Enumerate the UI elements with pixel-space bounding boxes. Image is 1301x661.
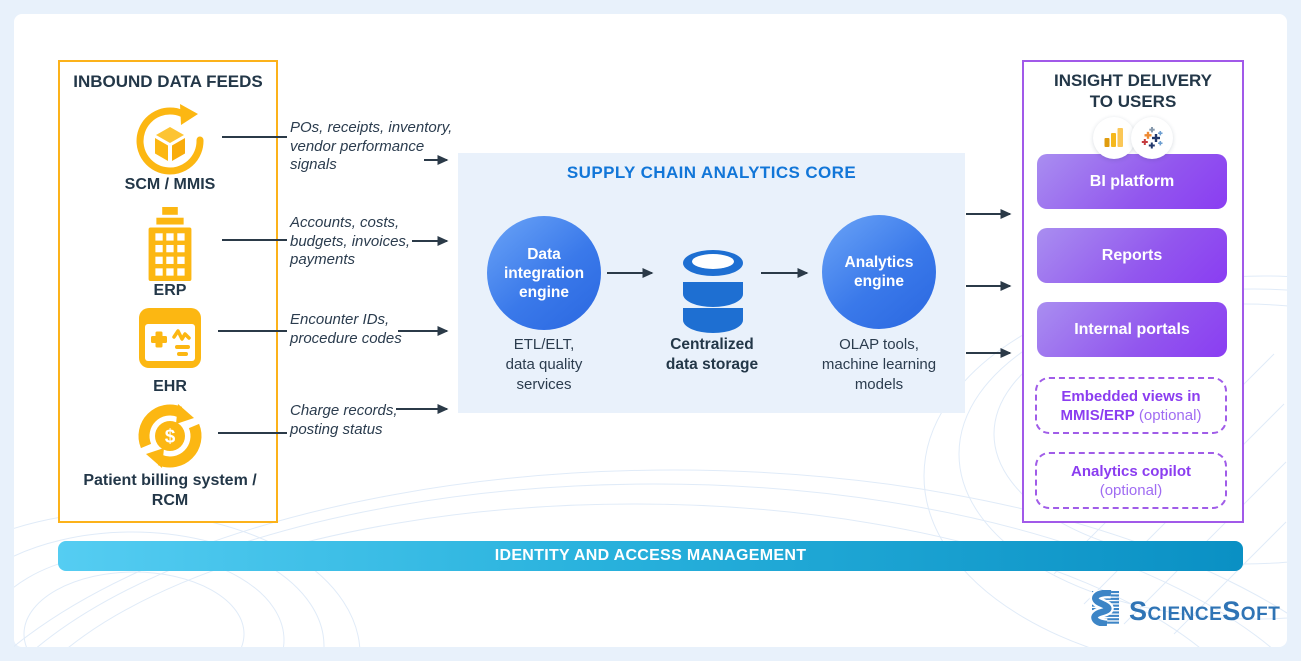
source-label-erp: ERP xyxy=(153,282,187,299)
integration-label: Data integration engine xyxy=(503,245,585,301)
channel-reports: Reports xyxy=(1037,228,1227,283)
core-title: SUPPLY CHAIN ANALYTICS CORE xyxy=(566,163,857,182)
optional-embedded-views: Embedded views in MMIS/ERP (optional) xyxy=(1035,377,1227,434)
medical-record-icon xyxy=(138,307,202,374)
inbound-data-feeds-box: INBOUND DATA FEEDS SCM / MMIS xyxy=(58,60,278,523)
building-icon xyxy=(138,207,202,286)
dollar-sync-icon: $ xyxy=(136,402,204,475)
data-integration-engine-node: Data integration engine xyxy=(487,216,601,330)
feed-text-erp: Accounts, costs, budgets, invoices, paym… xyxy=(290,214,411,268)
feed-text-ehr: Encounter IDs, procedure codes xyxy=(290,311,402,347)
optional-analytics-copilot: Analytics copilot (optional) xyxy=(1035,452,1227,509)
sciencesoft-logo-icon xyxy=(1085,587,1121,631)
insight-delivery-box: INSIGHT DELIVERY TO USERS BI platform xyxy=(1022,60,1244,523)
power-bi-icon xyxy=(1093,117,1135,159)
source-label-scm: SCM / MMIS xyxy=(124,176,216,193)
identity-access-management-bar: IDENTITY AND ACCESS MANAGEMENT xyxy=(58,541,1243,571)
channel-label: BI platform xyxy=(1089,172,1175,190)
channel-internal-portals: Internal portals xyxy=(1037,302,1227,357)
channel-label: Reports xyxy=(1101,246,1163,264)
tableau-icon xyxy=(1131,117,1173,159)
source-label-ehr: EHR xyxy=(153,378,187,395)
integration-sublabel: ETL/ELT, data quality services xyxy=(505,336,583,393)
analytics-core-box: SUPPLY CHAIN ANALYTICS CORE Data integra… xyxy=(458,153,965,413)
svg-text:$: $ xyxy=(165,427,176,448)
feed-text-scm: POs, receipts, inventory, vendor perform… xyxy=(290,119,453,173)
storage-label: Centralized data storage xyxy=(665,336,759,373)
brand-name: ScienceSoft xyxy=(1129,595,1281,626)
feed-text-billing: Charge records, posting status xyxy=(290,402,398,438)
cube-sync-icon xyxy=(131,101,209,184)
delivery-title: INSIGHT DELIVERY TO USERS xyxy=(1053,71,1213,111)
iam-label: IDENTITY AND ACCESS MANAGEMENT xyxy=(494,547,807,564)
analytics-label: Analytics engine xyxy=(844,254,914,290)
analytics-sublabel: OLAP tools, machine learning models xyxy=(821,336,937,393)
source-label-billing: Patient billing system / RCM xyxy=(83,472,257,509)
channel-bi-platform: BI platform xyxy=(1037,154,1227,209)
optional-text: Embedded views in MMIS/ERP (optional) xyxy=(1060,387,1202,424)
database-icon xyxy=(679,248,747,341)
analytics-engine-node: Analytics engine xyxy=(822,215,936,329)
brand-logo: ScienceSoft xyxy=(1085,587,1281,631)
inbound-title: INBOUND DATA FEEDS xyxy=(73,72,263,91)
channel-label: Internal portals xyxy=(1074,320,1190,338)
